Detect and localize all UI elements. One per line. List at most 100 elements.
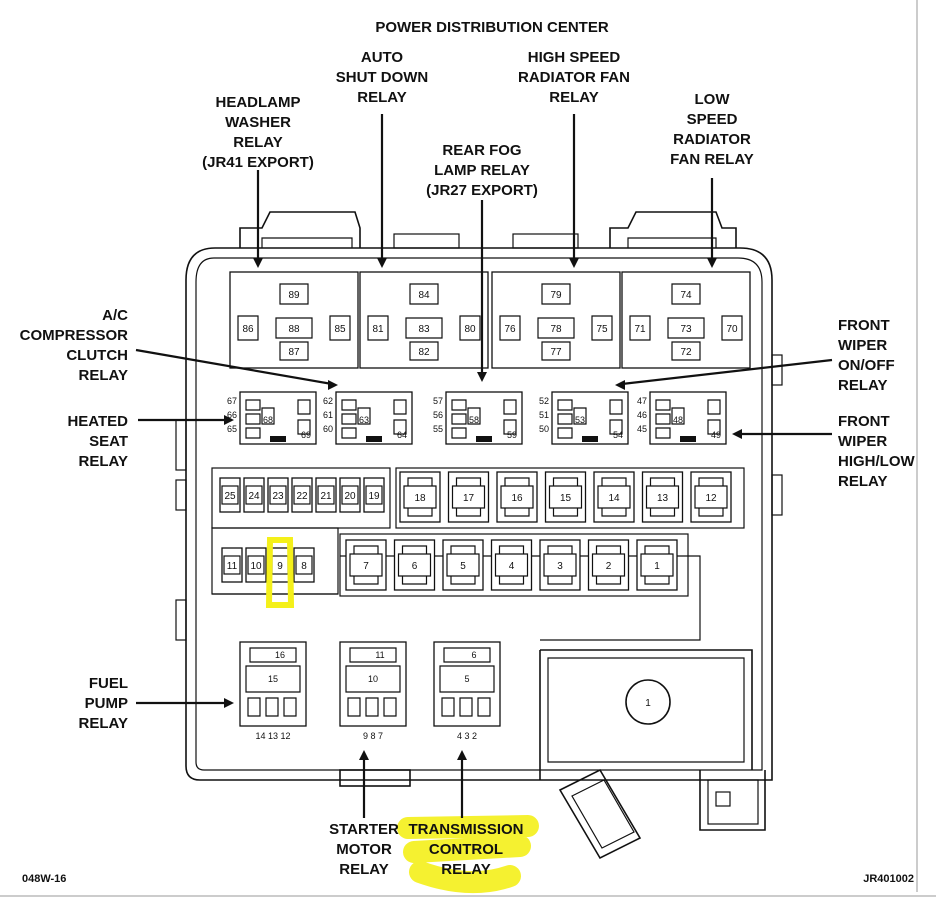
relay-pin-label: 85	[334, 324, 346, 335]
relay-pin-label: 57	[433, 396, 443, 406]
relay-pin-label: 54	[613, 430, 623, 440]
cartridge-fuse: 1	[636, 539, 678, 591]
fuse-number: 5	[460, 561, 466, 572]
fuse-number: 15	[560, 493, 572, 504]
relay-pin-label: 60	[323, 424, 333, 434]
relay-pin-label: 47	[637, 396, 647, 406]
arrow-front-wiper-onoff	[621, 358, 833, 386]
arrowhead	[224, 698, 234, 708]
relay-pin-label: 66	[227, 410, 237, 420]
highlight-fuse-9	[265, 537, 295, 608]
fuse-number: 12	[705, 493, 717, 504]
relay-pin-label: 55	[433, 424, 443, 434]
fuse-number: 1	[654, 561, 660, 572]
arrowhead	[457, 750, 467, 760]
relay-pin-label: 6	[471, 650, 476, 660]
fuse-number: 17	[463, 493, 475, 504]
relay-pin-label: 69	[301, 430, 311, 440]
arrowhead	[359, 750, 369, 760]
arrowhead	[569, 258, 579, 268]
highlight-transmission-label	[397, 815, 539, 894]
relay-pin-label: 87	[288, 347, 300, 358]
cartridge-fuse: 18	[399, 471, 441, 523]
relay-pin-label: 16	[275, 650, 285, 660]
fuse-number: 18	[414, 493, 426, 504]
fuse-number: 20	[344, 491, 356, 502]
fuse-number: 3	[557, 561, 563, 572]
fuse-number: 7	[363, 561, 369, 572]
cartridge-fuse: 14	[593, 471, 635, 523]
fuse-number: 8	[301, 561, 307, 572]
cartridge-fuse: 2	[587, 539, 630, 591]
relay-pin-label: 86	[242, 324, 254, 335]
relay-pin-label: 77	[550, 347, 562, 358]
arrowhead	[615, 380, 625, 390]
relay-pin-label: 74	[680, 290, 692, 301]
relay-pin-label: 52	[539, 396, 549, 406]
mini-fuse: 19	[363, 477, 385, 513]
cartridge-fuse: 16	[496, 471, 538, 523]
relay-pin-label: 45	[637, 424, 647, 434]
fuse-number: 16	[511, 493, 523, 504]
relay-pin-label: 73	[680, 324, 692, 335]
mini-fuse: 25	[219, 477, 241, 513]
relay-pin-label: 79	[550, 290, 562, 301]
fuse-number: 10	[250, 561, 262, 572]
arrowhead	[377, 258, 387, 268]
relay-pin-label: 53	[575, 415, 585, 425]
arrowhead	[328, 380, 338, 390]
relay-pin-label: 46	[637, 410, 647, 420]
mini-relay-row: 6766656869626160636457565558595251505354…	[227, 391, 727, 445]
fuse-number: 6	[412, 561, 418, 572]
relay-pin-label: 10	[368, 674, 378, 684]
arrowhead	[224, 415, 234, 425]
figure-code-left: 048W-16	[22, 873, 66, 885]
relay-pin-label: 14 13 12	[255, 731, 290, 741]
arrowhead	[707, 258, 717, 268]
cartridge-fuse: 7	[345, 539, 387, 591]
relay-pin-label: 56	[433, 410, 443, 420]
relay-pin-label: 88	[288, 324, 300, 335]
relay-pin-label: 61	[323, 410, 333, 420]
relay-pin-label: 51	[539, 410, 549, 420]
fuse-number: 9	[277, 561, 283, 572]
relay-pin-label: 68	[263, 415, 273, 425]
relay-pin-label: 50	[539, 424, 549, 434]
fuse-number: 11	[227, 561, 238, 572]
cartridge-fuse: 5	[442, 539, 484, 591]
relay-pin-label: 67	[227, 396, 237, 406]
relay-pin-label: 15	[268, 674, 278, 684]
relay-pin-label: 4 3 2	[457, 731, 477, 741]
relay-pin-label: 63	[359, 415, 369, 425]
mini-fuse: 24	[243, 477, 265, 513]
micro-relay: 654 3 2	[433, 641, 501, 741]
arrow-ac-compressor	[135, 348, 333, 386]
relay-pin-label: 82	[418, 347, 430, 358]
relay-pin-label: 80	[464, 324, 476, 335]
relay-pin-label: 49	[711, 430, 721, 440]
fuse-number: 25	[224, 491, 236, 502]
relay-pin-label: 83	[418, 324, 430, 335]
svg-text:1: 1	[645, 698, 651, 709]
diagram-title: POWER DISTRIBUTION CENTER	[375, 19, 609, 36]
mini-fuse: 22	[291, 477, 313, 513]
relay-pin-label: 72	[680, 347, 692, 358]
mini-fuse: 8	[293, 547, 315, 583]
relay-pin-label: 59	[507, 430, 517, 440]
